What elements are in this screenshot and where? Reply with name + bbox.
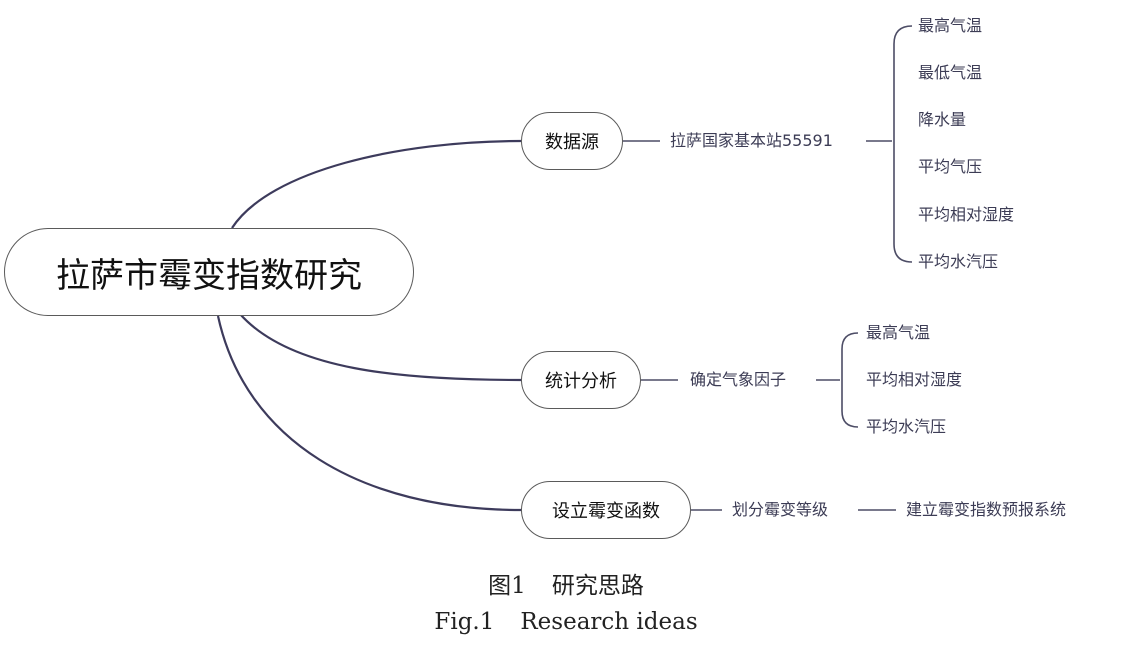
connector-root-to-source (231, 139, 522, 229)
source-leaf: 平均相对湿度 (918, 205, 1015, 224)
caption-en-number: Fig.1 (434, 609, 495, 635)
bracket-stat-leaves (841, 332, 859, 428)
station-label: 拉萨国家基本站55591 (670, 131, 833, 150)
stat-leaf: 平均相对湿度 (866, 370, 963, 389)
connector-root-to-stat (239, 313, 522, 382)
bracket-source-leaves (893, 25, 913, 263)
stat-leaf: 平均水汽压 (866, 417, 947, 436)
source-leaf: 降水量 (918, 110, 967, 129)
connector-root-to-func (216, 315, 522, 512)
level-label: 划分霉变等级 (732, 500, 829, 519)
caption-en-title: Research ideas (520, 609, 698, 635)
figure-caption-zh: 图1 研究思路 (0, 566, 1132, 600)
system-label: 建立霉变指数预报系统 (906, 500, 1067, 519)
branch-node-stat: 统计分析 (521, 351, 641, 409)
stat-leaf: 最高气温 (866, 323, 931, 342)
caption-zh-title: 研究思路 (551, 573, 644, 599)
factor-label: 确定气象因子 (690, 370, 787, 389)
source-leaf: 最高气温 (918, 16, 983, 35)
branch-node-func: 设立霉变函数 (521, 481, 691, 539)
caption-zh-number: 图1 (488, 573, 526, 599)
source-leaf: 平均水汽压 (918, 252, 999, 271)
branch-node-source: 数据源 (521, 112, 623, 170)
root-node: 拉萨市霉变指数研究 (4, 228, 414, 316)
source-leaf: 平均气压 (918, 157, 983, 176)
figure-caption-en: Fig.1 Research ideas (0, 609, 1132, 635)
source-leaf: 最低气温 (918, 63, 983, 82)
